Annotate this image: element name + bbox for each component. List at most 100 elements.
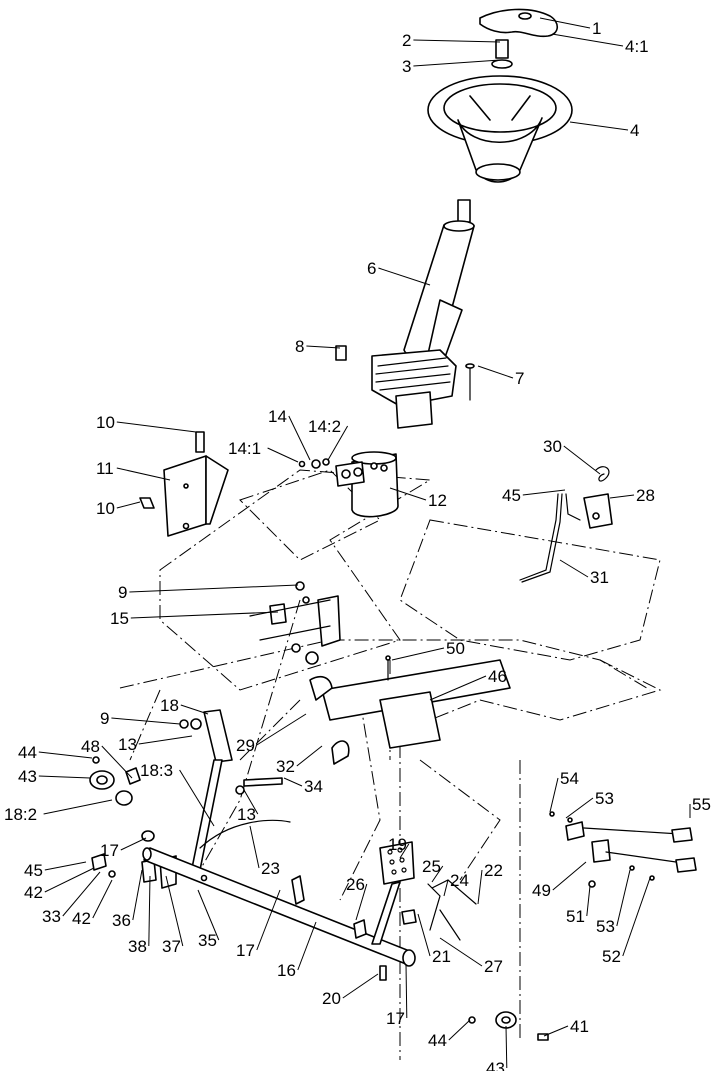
leader-line <box>431 865 444 883</box>
leader-line <box>92 879 113 919</box>
callout-c48: 48 <box>81 737 133 779</box>
callout-label: 37 <box>162 937 181 956</box>
callout-label: 42 <box>72 909 91 928</box>
callout-c17b: 17 <box>236 889 281 960</box>
leader-line <box>522 489 566 496</box>
leader-line <box>283 777 303 787</box>
callout-label: 45 <box>502 486 521 505</box>
support-bracket <box>139 431 229 537</box>
callout-label: 14 <box>268 407 287 426</box>
callout-c45a: 45 <box>502 486 566 505</box>
steering-column <box>371 199 475 429</box>
callout-c51: 51 <box>566 885 591 926</box>
callout-c7: 7 <box>477 365 524 388</box>
leader-line <box>505 1025 508 1069</box>
leader-line <box>165 875 184 947</box>
callout-c45b: 45 <box>24 861 87 880</box>
callout-label: 17 <box>100 841 119 860</box>
callout-label: 9 <box>100 709 109 728</box>
leader-line <box>543 1025 569 1037</box>
callout-c18-3: 18:3 <box>140 761 215 827</box>
callout-label: 46 <box>488 667 507 686</box>
leader-line <box>429 675 487 701</box>
callout-label: 50 <box>446 639 465 658</box>
callout-c20: 20 <box>322 973 379 1008</box>
callout-label: 54 <box>560 769 579 788</box>
leader-line <box>327 425 349 461</box>
leader-line <box>116 501 141 509</box>
callout-c22: 22 <box>477 861 503 905</box>
leader-line <box>439 937 483 967</box>
callout-c41: 41 <box>543 1017 589 1037</box>
callout-label: 38 <box>128 937 147 956</box>
callout-label: 2 <box>402 31 411 50</box>
callout-label: 28 <box>636 486 655 505</box>
callout-c29: 29 <box>236 713 307 755</box>
right-bushing-stack <box>468 1011 549 1041</box>
callout-c18: 18 <box>160 696 209 715</box>
callout-c21: 21 <box>417 913 451 966</box>
callout-c30: 30 <box>543 437 601 475</box>
leader-line <box>297 921 317 971</box>
leader-line <box>539 17 591 29</box>
callout-label: 43 <box>18 767 37 786</box>
leader-line <box>197 889 220 941</box>
callout-label: 31 <box>590 568 609 587</box>
steering-cap <box>479 8 559 69</box>
callout-c17c: 17 <box>386 963 408 1028</box>
leader-line <box>138 735 193 745</box>
leader-line <box>101 745 133 779</box>
callout-c53b: 53 <box>596 869 631 936</box>
callout-c13b: 13 <box>237 789 259 824</box>
callout-c24: 24 <box>443 871 469 897</box>
callout-label: 36 <box>112 911 131 930</box>
leader-line <box>116 421 197 433</box>
callout-label: 16 <box>277 961 296 980</box>
callout-c50: 50 <box>391 639 465 661</box>
leader-line <box>132 869 143 921</box>
callout-label: 42 <box>24 883 43 902</box>
traction-pedal <box>371 841 477 945</box>
callout-label: 21 <box>432 947 451 966</box>
callout-label: 12 <box>428 491 447 510</box>
leader-line <box>179 769 215 827</box>
callout-label: 29 <box>236 736 255 755</box>
callout-label: 7 <box>515 369 524 388</box>
callout-label: 26 <box>346 875 365 894</box>
leader-line <box>565 797 594 819</box>
leader-line <box>616 869 631 927</box>
leader-line <box>243 789 259 815</box>
callout-label: 41 <box>570 1017 589 1036</box>
callout-c38: 38 <box>128 875 151 956</box>
callout-label: 53 <box>596 917 615 936</box>
callout-label: 4 <box>630 121 639 140</box>
callout-label: 14:1 <box>228 439 261 458</box>
callout-c1: 1 <box>539 17 601 38</box>
frame-phantom-outline <box>119 469 662 1060</box>
leader-line <box>38 775 91 779</box>
leader-line <box>413 59 501 67</box>
callout-c49: 49 <box>532 861 587 900</box>
leader-line <box>116 467 171 481</box>
callout-label: 30 <box>543 437 562 456</box>
callout-c14-1: 14:1 <box>228 439 299 463</box>
leader-line <box>44 861 87 871</box>
callout-label: 13 <box>118 735 137 754</box>
callout-c55: 55 <box>689 795 711 818</box>
leader-line <box>256 889 281 951</box>
callout-label: 4:1 <box>625 37 649 56</box>
leader-line <box>569 121 629 131</box>
callout-label: 49 <box>532 881 551 900</box>
callout-c53a: 53 <box>565 789 614 819</box>
callout-c32: 32 <box>276 745 323 776</box>
leader-line <box>111 717 181 725</box>
callout-c17a: 17 <box>100 837 147 860</box>
callout-label: 15 <box>110 609 129 628</box>
callout-c54: 54 <box>549 769 579 813</box>
callout-c3: 3 <box>402 57 501 76</box>
callout-label: 17 <box>386 1009 405 1028</box>
callout-label: 34 <box>304 777 323 796</box>
leader-line <box>148 875 151 947</box>
leader-line <box>417 913 431 957</box>
leader-line <box>62 871 101 917</box>
